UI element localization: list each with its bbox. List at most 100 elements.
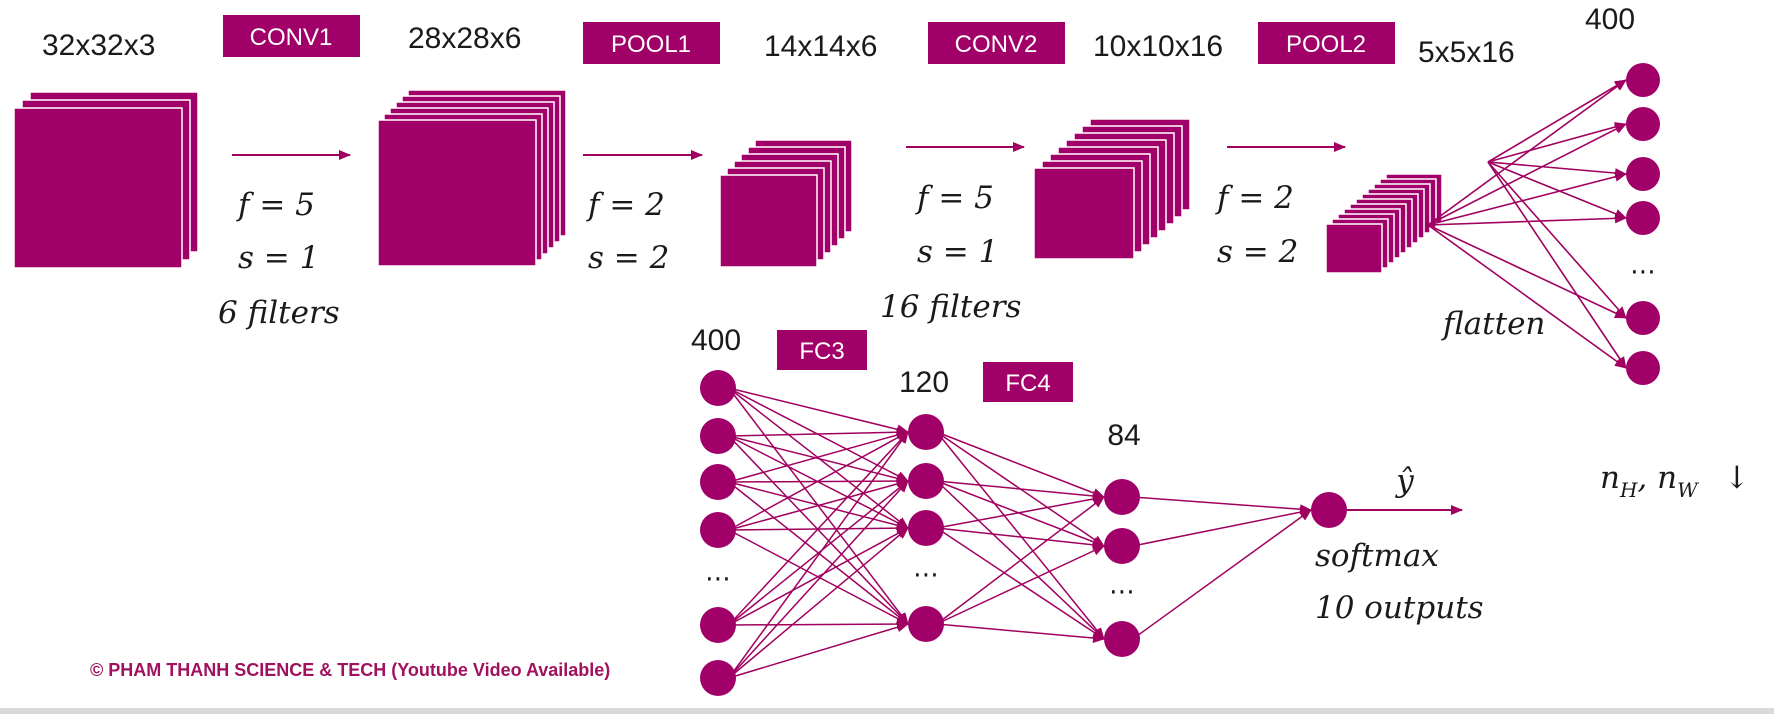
flatten-edge: [1487, 161, 1627, 219]
conv1-volume: [377, 89, 567, 267]
fc4-badge: FC4: [983, 362, 1073, 402]
fc-layer1-node: [700, 512, 736, 548]
conv2-dims: 10x10x16: [1093, 30, 1223, 63]
flatten-node: [1626, 107, 1660, 141]
fc4-edge: [936, 480, 1105, 547]
fc-layer1-node: [700, 607, 736, 643]
bottom-border: [0, 708, 1774, 714]
output-edge: [1132, 496, 1312, 515]
fc3-badge: FC3: [777, 330, 867, 370]
fc3-edge: [728, 480, 909, 626]
fc-layer2-node: [908, 414, 944, 450]
softmax-output-node: [1311, 492, 1347, 528]
svg-text:CONV2: CONV2: [955, 31, 1038, 58]
dimension-shrink-note: nH, nW ↓: [1600, 460, 1750, 502]
fc3-edge: [728, 480, 909, 679]
fc-layer3-node: [1104, 528, 1140, 564]
fc-layer1-ellipsis: ⋯: [705, 564, 731, 594]
svg-text:FC4: FC4: [1005, 370, 1050, 397]
copyright-text: © PHAM THANH SCIENCE & TECH (Youtube Vid…: [90, 660, 610, 680]
fc4-edge: [936, 431, 1105, 498]
flatten-nodes: [1626, 63, 1660, 385]
flatten-edge: [1487, 161, 1627, 319]
flatten-node: [1626, 157, 1660, 191]
pool1-s: s = 2: [588, 240, 669, 276]
fc3-edge: [728, 435, 909, 625]
fc3-edge: [728, 431, 909, 626]
flatten-edge: [1427, 123, 1627, 226]
flatten-edge: [1427, 224, 1627, 319]
svg-text:POOL1: POOL1: [611, 31, 691, 58]
svg-text:FC3: FC3: [799, 338, 844, 365]
input-volume: [13, 91, 199, 269]
fc3-edge: [728, 527, 909, 626]
feature-map: [719, 174, 818, 268]
input-dims: 32x32x3: [42, 29, 155, 62]
flatten-edges: [1427, 79, 1627, 369]
pool1-dims: 14x14x6: [764, 30, 877, 63]
conv2-filters: 16 filters: [880, 289, 1021, 325]
fc-layer2-ellipsis: ⋯: [913, 560, 939, 590]
flatten-label: flatten: [1441, 306, 1545, 342]
fc-edges: [728, 387, 1312, 679]
pool1-badge: POOL1: [583, 22, 720, 64]
conv1-s: s = 1: [238, 240, 319, 276]
conv2-f: f = 5: [915, 180, 994, 216]
flatten-edge: [1427, 224, 1627, 369]
flatten-node: [1626, 351, 1660, 385]
fc4-edge: [936, 480, 1105, 501]
conv2-volume: [1033, 118, 1191, 260]
fc3-edge: [728, 622, 909, 679]
feature-map: [377, 119, 537, 267]
yhat-label: ŷ: [1394, 463, 1414, 499]
pool1-f: f = 2: [586, 187, 665, 223]
flatten-node: [1626, 201, 1660, 235]
fc-nodes: [700, 370, 1347, 696]
fc4-edge: [936, 496, 1105, 625]
feature-map: [1033, 167, 1135, 260]
conv1-filters: 6 filters: [218, 295, 340, 331]
output-edge: [1132, 509, 1312, 640]
fc4-edge: [936, 527, 1105, 640]
svg-text:POOL2: POOL2: [1286, 31, 1366, 58]
fc3-edge: [728, 430, 909, 483]
fc-layer3-count: 84: [1107, 419, 1140, 452]
svg-text:nH, nW: nH, nW: [1600, 460, 1699, 502]
fc-layer2-count: 120: [899, 366, 949, 399]
conv1-f: f = 5: [236, 187, 315, 223]
fc4-edge: [936, 431, 1105, 640]
flatten-node: [1626, 301, 1660, 335]
fc-layer1-node: [700, 660, 736, 696]
flatten-edge: [1487, 79, 1627, 163]
flatten-edge: [1427, 171, 1627, 226]
fc-layer2-node: [908, 606, 944, 642]
flatten-node: [1626, 63, 1660, 97]
fc4-edge: [936, 623, 1105, 643]
feature-map: [1325, 223, 1383, 274]
fc-layer1-node: [700, 418, 736, 454]
fc4-edge: [936, 494, 1105, 529]
conv2-badge: CONV2: [928, 22, 1065, 64]
fc4-edge: [936, 527, 1105, 550]
fc3-edge: [728, 527, 909, 679]
fc3-edge: [728, 479, 909, 531]
fc4-edge: [936, 545, 1105, 625]
conv2-s: s = 1: [917, 234, 998, 270]
fc-layer2-node: [908, 510, 944, 546]
softmax-label: softmax: [1315, 538, 1439, 574]
fc-layer1-node: [700, 464, 736, 500]
fc-layer3-node: [1104, 479, 1140, 515]
conv1-badge: CONV1: [223, 15, 360, 57]
pool2-volume: [1325, 173, 1443, 274]
fc-layer1-node: [700, 370, 736, 406]
fc3-edge: [728, 619, 909, 630]
flatten-ellipsis: ⋯: [1630, 257, 1656, 287]
fc3-edge: [728, 427, 909, 438]
down-arrow-icon: ↓: [1724, 460, 1750, 496]
outputs-label: 10 outputs: [1315, 590, 1484, 626]
fc-layer3-node: [1104, 621, 1140, 657]
pool1-volume: [719, 139, 853, 268]
feature-map: [13, 107, 183, 269]
fc-layer2-node: [908, 463, 944, 499]
